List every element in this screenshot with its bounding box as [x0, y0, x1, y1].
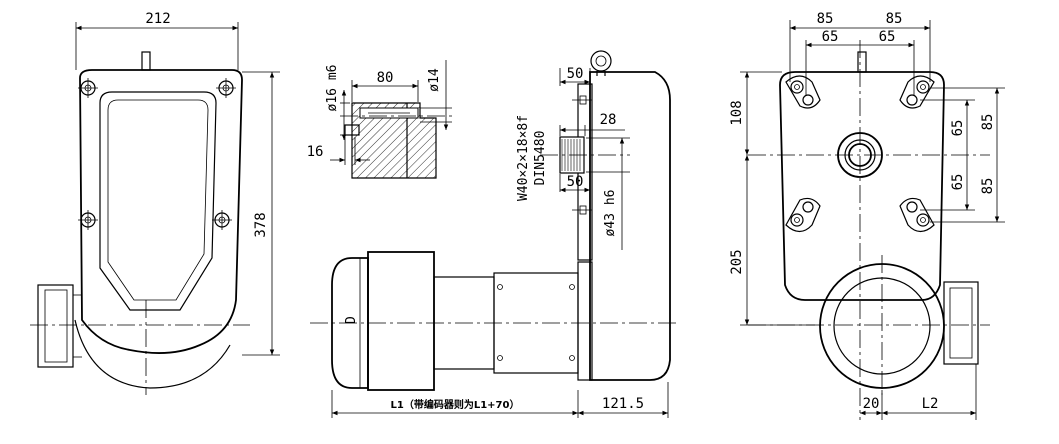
bolt-icon [216, 78, 236, 98]
dim-85-right-top: 85 [980, 114, 996, 131]
mounting-lug-icon [899, 197, 935, 233]
dim-65-right-top: 65 [950, 120, 966, 137]
spline-spec: W40×2×18×8f [516, 115, 531, 201]
dim-50-lower: 50 [567, 174, 584, 190]
dim-65-right-bottom: 65 [950, 174, 966, 191]
mounting-lug-icon [785, 75, 821, 109]
dim-l1: L1（带编码器则为L1+70） [391, 398, 520, 411]
dim-dia-16-m6: ø16 m6 [325, 65, 340, 112]
dim-212: 212 [145, 11, 170, 27]
bolt-icon [78, 78, 98, 98]
dim-85-right-bottom: 85 [980, 178, 996, 195]
dim-108: 108 [729, 100, 745, 125]
dim-l2: L2 [922, 396, 939, 412]
front-view: 85 85 65 65 85 65 65 85 108 205 20 L2 [729, 11, 1005, 420]
dim-80: 80 [377, 70, 394, 86]
dim-dia-43-h6: ø43 h6 [603, 190, 618, 237]
bolt-icon [78, 210, 98, 230]
motor-mark: D [344, 316, 359, 324]
dim-378: 378 [253, 212, 269, 237]
dim-28: 28 [600, 112, 617, 128]
dim-65-top-left: 65 [822, 29, 839, 45]
side-view: D 50 W40×2×18×8f DIN5480 28 50 ø43 h6 L1… [310, 50, 680, 418]
dim-205: 205 [729, 249, 745, 274]
bolt-icon [212, 210, 232, 230]
dim-16: 16 [307, 144, 324, 160]
dim-85-top-left: 85 [817, 11, 834, 27]
dim-65-top-right: 65 [879, 29, 896, 45]
shaft-section-detail: 80 ø16 m6 ø14 16 [307, 60, 452, 179]
mounting-lug-icon [899, 75, 935, 109]
dim-85-top-right: 85 [886, 11, 903, 27]
mounting-lug-icon [785, 197, 821, 233]
dim-20: 20 [863, 396, 880, 412]
dim-50-top: 50 [567, 66, 584, 82]
dim-121-5: 121.5 [602, 396, 644, 412]
left-view: 212 378 [30, 11, 280, 395]
spline-standard: DIN5480 [533, 131, 548, 186]
dim-dia-14: ø14 [427, 68, 442, 92]
